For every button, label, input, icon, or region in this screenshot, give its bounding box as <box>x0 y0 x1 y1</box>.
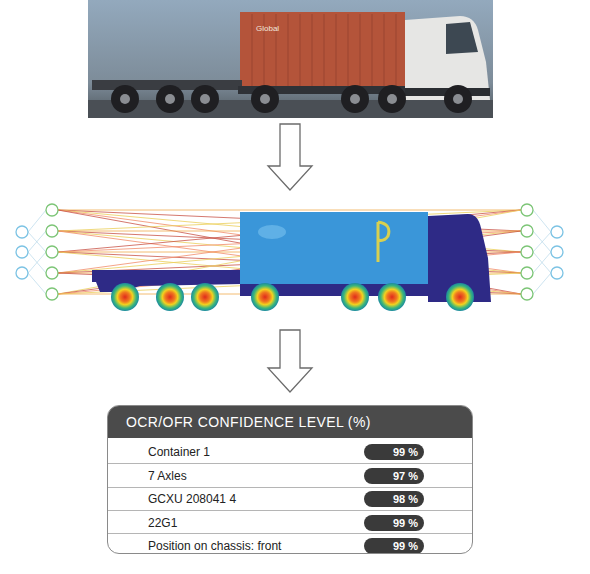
confidence-badge: 99 % <box>364 538 424 554</box>
table-cell: Position on chassis: front <box>148 539 281 553</box>
confidence-badge: 99 % <box>364 515 424 531</box>
confidence-badge: 97 % <box>364 468 424 484</box>
down-arrow <box>268 124 312 190</box>
table-cell: Container 1 <box>148 445 210 459</box>
truck-heatmap <box>92 212 491 311</box>
table-cell: 22G1 <box>148 516 177 530</box>
table-header: OCR/OFR CONFIDENCE LEVEL (%) <box>108 406 472 438</box>
table-cell: 7 Axles <box>148 469 187 483</box>
table-cell: GCXU 208041 4 <box>148 492 236 506</box>
table-row: Position on chassis: front 99 % <box>108 533 472 554</box>
table-panel: OCR/OFR CONFIDENCE LEVEL (%) Container 1 9… <box>107 405 473 554</box>
table-row: Container 1 99 % <box>108 440 472 463</box>
table-row: GCXU 208041 4 98 % <box>108 487 472 510</box>
truck-photo <box>88 0 493 118</box>
down-arrow <box>268 330 312 392</box>
confidence-badge: 99 % <box>364 444 424 460</box>
table-row: 7 Axles 97 % <box>108 463 472 486</box>
confidence-badge: 98 % <box>364 491 424 507</box>
container-logo: Global <box>256 24 279 33</box>
table-row: 22G1 99 % <box>108 510 472 533</box>
